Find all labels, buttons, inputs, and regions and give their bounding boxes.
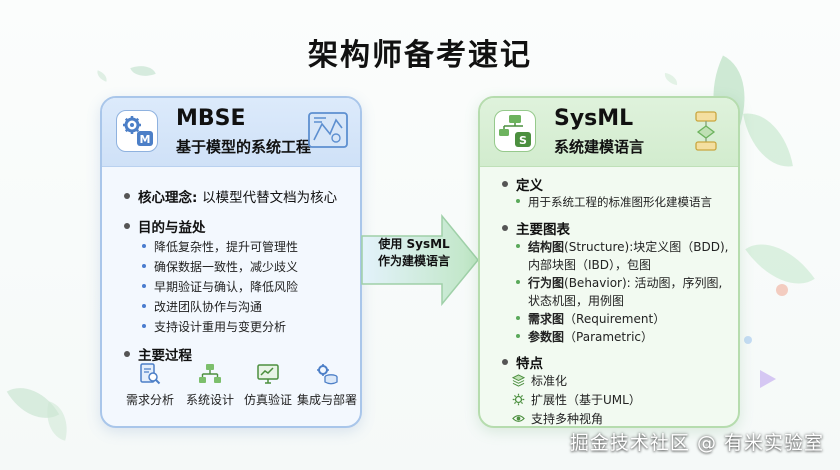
diagram-item-parametric: 参数图（Parametric）	[516, 328, 653, 345]
eye-icon	[512, 415, 525, 422]
sysml-subtitle: 系统建模语言	[554, 138, 645, 156]
process-simulation: 仿真验证	[238, 362, 298, 408]
flowchart-icon	[695, 111, 717, 151]
sysml-card-header: S SysML 系统建模语言	[480, 98, 738, 167]
feature-standardization: 标准化	[512, 372, 567, 389]
diagram-item-requirement: 需求图（Requirement）	[516, 310, 665, 327]
mbse-card-header: M MBSE 基于模型的系统工程	[102, 98, 360, 167]
feature-extensibility: 扩展性（基于UML）	[512, 391, 641, 408]
leaf-decoration	[663, 72, 679, 86]
mbse-subtitle: 基于模型的系统工程	[176, 138, 312, 156]
process-design: 系统设计	[180, 362, 240, 408]
benefit-item: 早期验证与确认，降低风险	[142, 278, 298, 295]
hierarchy-icon	[199, 364, 221, 383]
document-search-icon	[140, 363, 161, 385]
page-title: 架构师备考速记	[308, 38, 532, 73]
diagram-item-structure: 结构图(Structure):块定义图（BDD),	[516, 238, 728, 255]
arrow-label: 使用 SysML 作为建模语言	[377, 237, 450, 268]
dot-decoration	[744, 336, 752, 344]
benefit-item: 确保数据一致性，减少歧义	[142, 258, 298, 275]
dot-decoration	[776, 284, 788, 296]
benefits-heading: 目的与益处	[124, 216, 206, 236]
leaf-decoration	[743, 106, 793, 174]
gear-icon: M	[123, 116, 153, 146]
diagram-item-structure-cont: 内部块图（IBD），包图	[528, 258, 652, 272]
svg-text:S: S	[519, 134, 527, 147]
core-concept: 核心理念: 以模型代替文档为核心	[124, 186, 337, 206]
blueprint-icon	[308, 112, 348, 148]
process-deployment: 集成与部署	[294, 362, 360, 408]
mbse-gear-icon: M	[116, 110, 158, 152]
arrow-connector	[361, 214, 479, 306]
process-requirements: 需求分析	[120, 362, 180, 408]
benefit-item: 降低复杂性，提升可管理性	[142, 238, 298, 255]
monitor-chart-icon	[257, 364, 279, 384]
benefit-item: 改进团队协作与沟通	[142, 298, 262, 315]
diagrams-heading: 主要图表	[502, 218, 570, 238]
definition-heading: 定义	[502, 174, 543, 194]
gear-database-icon	[317, 364, 338, 385]
svg-text:M: M	[140, 133, 151, 146]
triangle-decoration	[760, 370, 776, 388]
features-heading: 特点	[502, 352, 543, 372]
definition-text: 用于系统工程的标准图形化建模语言	[516, 194, 712, 210]
sysml-diagram-icon: S	[494, 110, 536, 152]
diagram-item-behavior: 行为图(Behavior): 活动图，序列图,	[516, 274, 722, 291]
gear-icon	[512, 393, 525, 406]
process-heading: 主要过程	[124, 344, 192, 364]
mbse-title: MBSE	[176, 106, 246, 131]
diagram-item-behavior-cont: 状态机图，用例图	[528, 294, 625, 308]
hierarchy-icon: S	[499, 115, 531, 147]
benefit-item: 支持设计重用与变更分析	[142, 318, 286, 335]
sysml-title: SysML	[554, 106, 634, 131]
feature-viewpoints: 支持多种视角	[512, 410, 603, 426]
watermark: 掘金技术社区 @ 有米实验室	[569, 432, 824, 454]
layers-icon	[512, 374, 525, 387]
mbse-card: M MBSE 基于模型的系统工程 核心理念: 以模型代替文档为核心 目的与益处 …	[100, 96, 362, 428]
sysml-card: S SysML 系统建模语言 定义 用于系统工程的标准图形化建模语言 主要图表 …	[478, 96, 740, 428]
